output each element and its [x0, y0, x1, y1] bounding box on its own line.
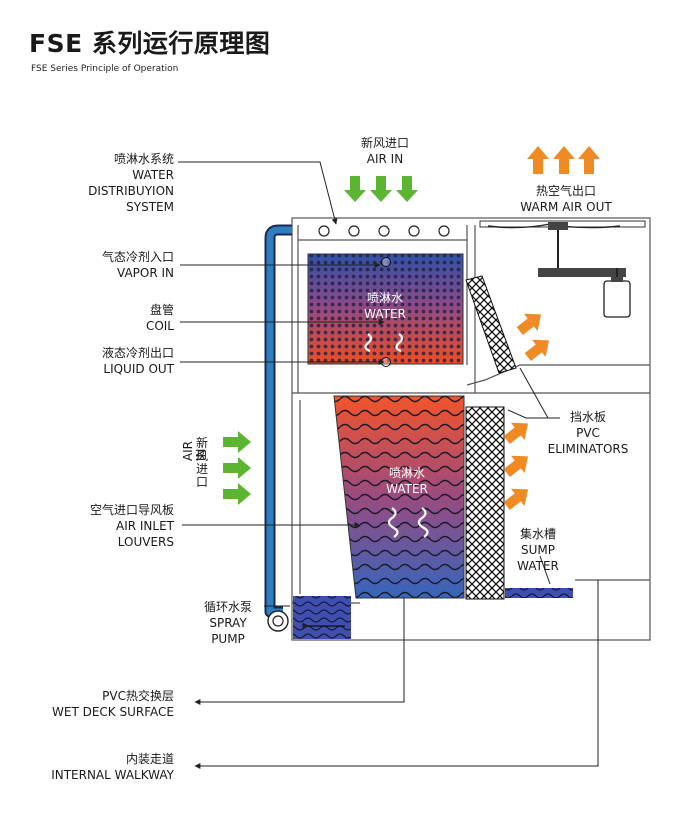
- liquid-en: LIQUID OUT: [103, 362, 174, 376]
- pump-en2: PUMP: [211, 632, 245, 646]
- warm-air-label: 热空气出口 WARM AIR OUT: [510, 183, 622, 215]
- orange-arrow-icon: [499, 447, 535, 482]
- pump-en1: SPRAY: [209, 616, 247, 630]
- green-arrow-icon: [223, 457, 251, 479]
- green-arrow-icon: [223, 431, 251, 453]
- water-lower-label: 喷淋水 WATER: [372, 465, 442, 497]
- spray-system-label: 喷淋水系统 WATER DISTRIBUYION SYSTEM: [40, 151, 174, 215]
- vapor-in-label: 气态冷剂入口 VAPOR IN: [40, 249, 174, 281]
- pump-zh: 循环水泵: [203, 600, 252, 614]
- warm-air-arrows: [527, 146, 600, 174]
- green-arrow-icon: [370, 176, 392, 202]
- fresh-air-top-arrows: [344, 176, 418, 202]
- sump-label: 集水槽 SUMP WATER: [506, 526, 570, 574]
- wetdeck-en: WET DECK SURFACE: [52, 705, 174, 719]
- spray-system-zh: 喷淋水系统: [113, 152, 174, 166]
- fresh-air-side-arrows: [223, 431, 251, 505]
- eliminators-label: 挡水板 PVC ELIMINATORS: [540, 409, 636, 457]
- vapor-en: VAPOR IN: [117, 266, 174, 280]
- nozzle-icon: [348, 225, 360, 237]
- sump-zh: 集水槽: [519, 527, 556, 541]
- eliminators-zh: 挡水板: [569, 410, 606, 424]
- water-upper-en: WATER: [364, 307, 406, 321]
- warm-air-en: WARM AIR OUT: [520, 200, 612, 214]
- motor-icon: [603, 268, 631, 318]
- louvers-label: 空气进口导风板 AIR INLET LOUVERS: [40, 502, 174, 550]
- orange-arrow-icon: [553, 146, 575, 174]
- warm-air-zh: 热空气出口: [535, 184, 596, 198]
- water-lower-en: WATER: [386, 482, 428, 496]
- coil-zh: 盘管: [149, 303, 174, 317]
- spray-system-en3: SYSTEM: [126, 200, 174, 214]
- fresh-air-top-label: 新风进口 AIR IN: [340, 135, 430, 167]
- page-subtitle: FSE Series Principle of Operation: [31, 64, 179, 74]
- walkway-label: 内装走道 INTERNAL WALKWAY: [30, 751, 174, 783]
- spray-system-en1: WATER: [132, 168, 174, 182]
- wetdeck-zh: PVC热交换层: [102, 689, 174, 703]
- wet-deck-label: PVC热交换层 WET DECK SURFACE: [30, 688, 174, 720]
- nozzle-icon: [378, 225, 390, 237]
- green-arrow-icon: [344, 176, 366, 202]
- vapor-zh: 气态冷剂入口: [101, 250, 174, 264]
- sump-water: [293, 588, 573, 639]
- spray-system-en2: DISTRIBUYION: [88, 184, 174, 198]
- louvers-en1: AIR INLET: [115, 519, 174, 533]
- orange-arrow-icon: [512, 305, 548, 340]
- sump-en2: WATER: [517, 559, 559, 573]
- page-title: FSE 系列运行原理图: [29, 29, 271, 58]
- liquid-out-label: 液态冷剂出口 LIQUID OUT: [40, 345, 174, 377]
- coil-label: 盘管 COIL: [40, 302, 174, 334]
- orange-arrow-icon: [499, 480, 535, 515]
- nozzle-icon: [318, 225, 330, 237]
- orange-arrow-icon: [499, 414, 535, 449]
- liquid-zh: 液态冷剂出口: [101, 346, 174, 360]
- orange-arrow-icon: [578, 146, 600, 174]
- side-air-zh: 新风进口: [196, 436, 209, 489]
- pump-label: 循环水泵 SPRAY PUMP: [190, 599, 266, 647]
- wet-deck: [333, 395, 465, 599]
- orange-arrow-icon: [520, 331, 556, 366]
- fresh-air-top-zh: 新风进口: [360, 136, 409, 150]
- green-arrow-icon: [223, 483, 251, 505]
- eliminators-en2: ELIMINATORS: [547, 442, 629, 456]
- fresh-air-top-en: AIR IN: [366, 152, 404, 166]
- leader-lines: [178, 161, 599, 769]
- walkway-zh: 内装走道: [125, 752, 174, 766]
- water-upper-label: 喷淋水 WATER: [350, 290, 420, 322]
- nozzle-icon: [438, 225, 450, 237]
- fan-icon: [479, 220, 646, 277]
- coil-en: COIL: [145, 319, 174, 333]
- spray-nozzles: [318, 225, 450, 237]
- water-upper-zh: 喷淋水: [366, 291, 403, 305]
- walkway-en: INTERNAL WALKWAY: [51, 768, 174, 782]
- coil: [307, 253, 464, 367]
- sump-en1: SUMP: [521, 543, 555, 557]
- louvers-en2: LOUVERS: [117, 535, 174, 549]
- orange-arrow-icon: [527, 146, 549, 174]
- water-lower-zh: 喷淋水: [388, 466, 425, 480]
- louvers-zh: 空气进口导风板: [89, 503, 174, 517]
- nozzle-icon: [408, 225, 420, 237]
- green-arrow-icon: [396, 176, 418, 202]
- eliminators-en1: PVC: [576, 426, 600, 440]
- pump-icon: [267, 610, 289, 632]
